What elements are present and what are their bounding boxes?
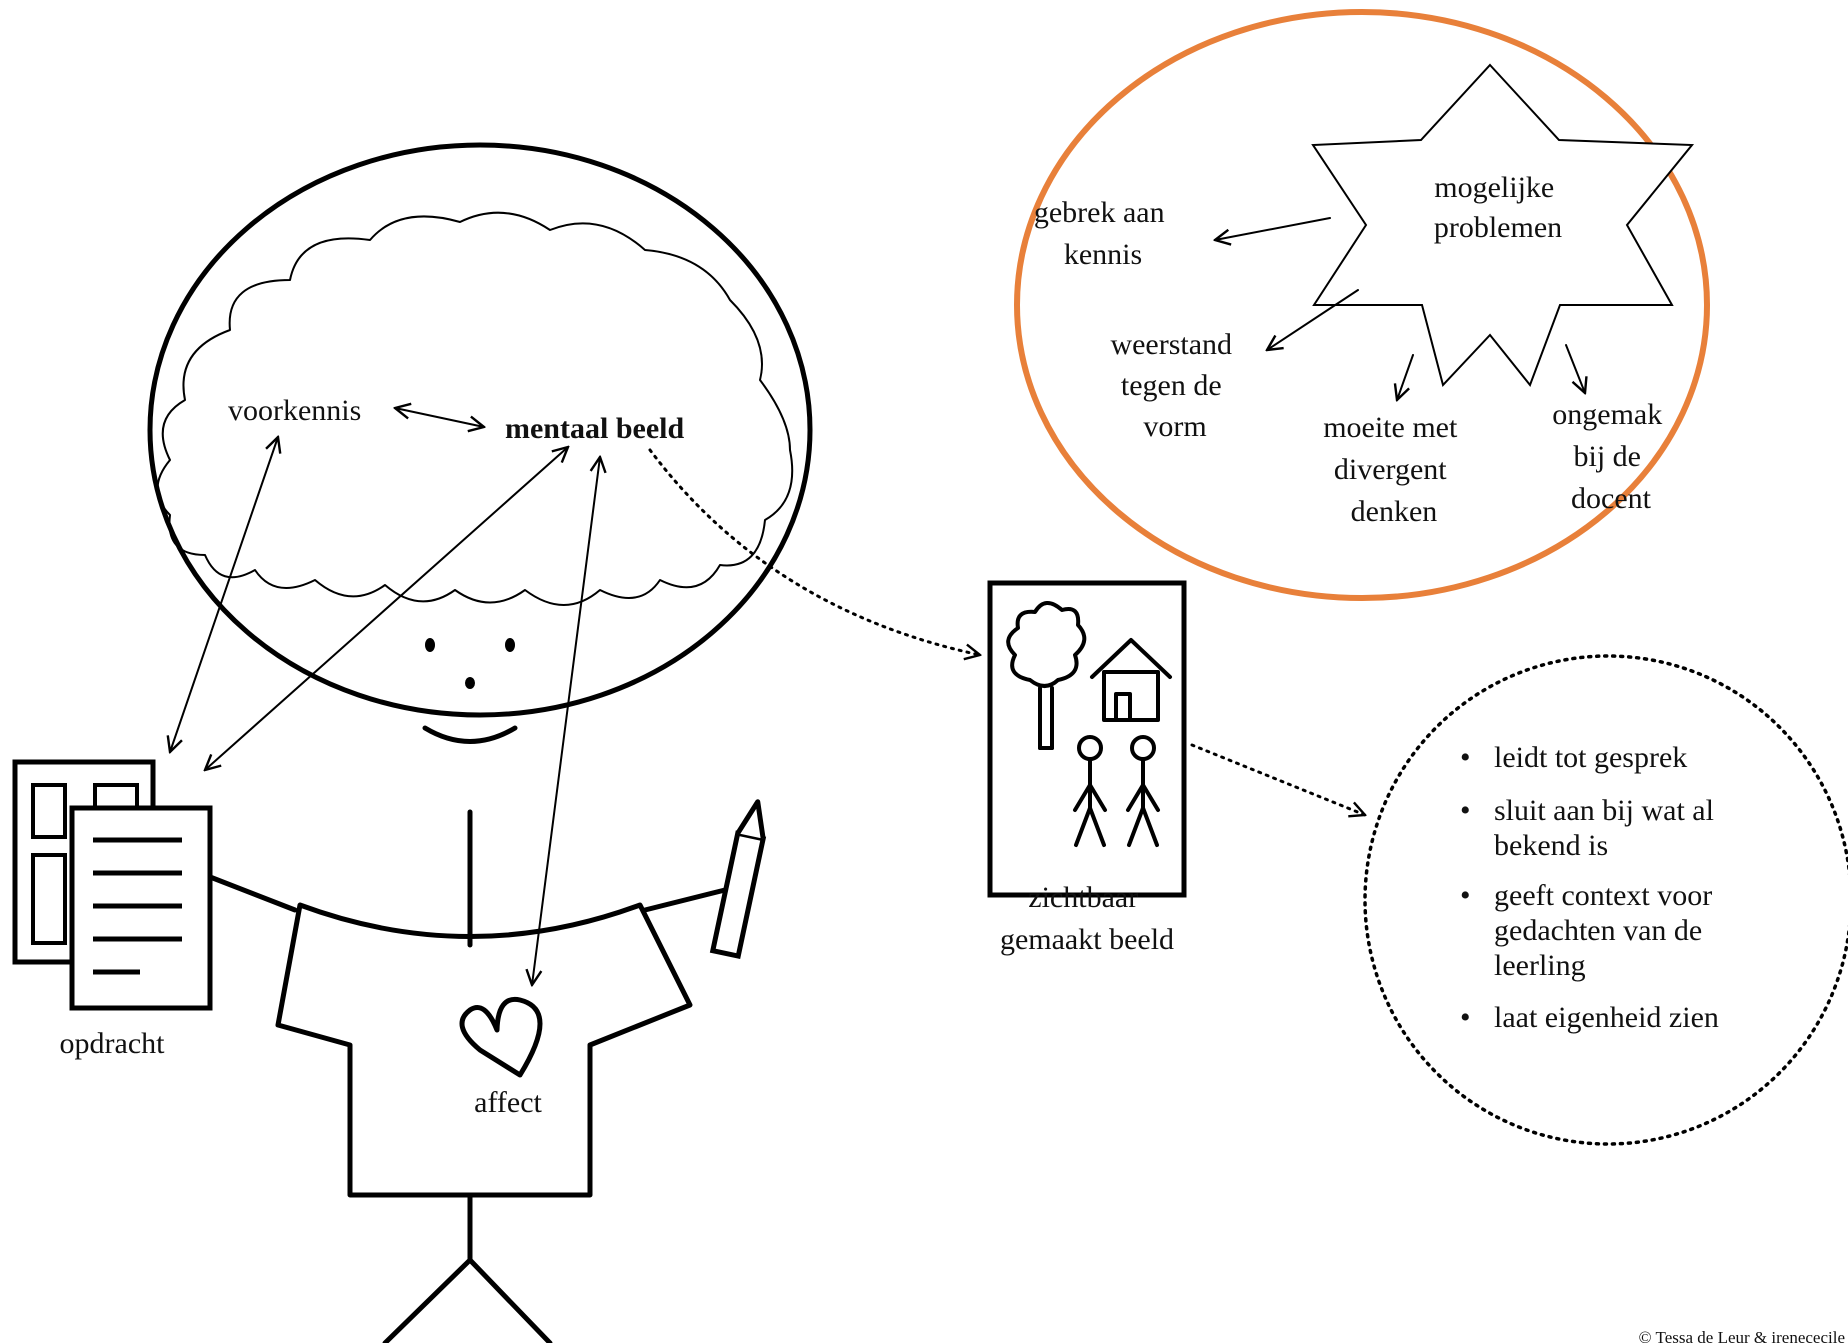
head-outline [147, 142, 813, 718]
benefit-item-line: gedachten van de [1494, 914, 1702, 947]
problems-star [1311, 63, 1695, 388]
problems-center-label: mogelijke problemen [1434, 171, 1562, 244]
right-arm [642, 887, 728, 913]
benefit-item: geeft context voor gedachten van de leer… [1494, 879, 1720, 982]
opdracht-label: opdracht [60, 1027, 166, 1060]
gebrek-label: gebrek aan kennis [1034, 196, 1172, 271]
ongemak-line-2: bij de [1574, 440, 1642, 473]
moeite-line-1: moeite met [1323, 411, 1458, 444]
person-icon-left [1073, 735, 1107, 847]
arrow-to-gebrek [1215, 217, 1331, 240]
zichtbaar-line-1: zichtbaar [1028, 881, 1138, 914]
problems-center-line-2: problemen [1434, 211, 1562, 244]
dotted-arrow-to-image [648, 448, 980, 655]
mentaal-beeld-label: mentaal beeld [505, 412, 684, 445]
left-leg [382, 1257, 473, 1343]
zichtbaar-line-2: gemaakt beeld [1000, 923, 1174, 956]
gebrek-line-1: gebrek aan [1034, 196, 1165, 229]
benefits-circle [1363, 654, 1848, 1146]
ongemak-line-1: ongemak [1552, 398, 1662, 431]
arrow-voorkennis-mentaal [395, 408, 484, 427]
benefit-item: laat eigenheid zien [1494, 1001, 1719, 1034]
ongemak-line-3: docent [1571, 482, 1652, 515]
benefit-bullet: • [1460, 879, 1471, 912]
dotted-arrow-to-benefits [1190, 743, 1365, 815]
arrow-opdracht-voorkennis [170, 437, 278, 752]
voorkennis-label: voorkennis [228, 394, 361, 427]
house-icon [1090, 638, 1172, 722]
benefits-list: • leidt tot gesprek • sluit aan bij wat … [1460, 741, 1721, 1034]
moeite-line-2: divergent [1334, 453, 1447, 486]
benefit-bullet: • [1460, 794, 1471, 827]
ongemak-label: ongemak bij de docent [1552, 398, 1669, 515]
benefit-bullet: • [1460, 741, 1471, 774]
benefit-item-line: geeft context voor [1494, 879, 1712, 912]
assignment-papers-icon [12, 759, 213, 1011]
gebrek-line-2: kennis [1064, 238, 1142, 271]
moeite-label: moeite met divergent denken [1323, 411, 1465, 528]
weerstand-line-2: tegen de [1121, 369, 1222, 402]
benefit-bullet: • [1460, 1001, 1471, 1034]
arrow-to-weerstand [1267, 289, 1359, 350]
nose [465, 677, 475, 689]
benefit-item: sluit aan bij wat al bekend is [1494, 794, 1721, 862]
right-eye [505, 638, 515, 652]
problems-ring [1014, 9, 1710, 601]
arrow-to-moeite [1397, 354, 1414, 400]
arrow-opdracht-mentaal [205, 447, 568, 770]
arrow-affect-mentaal [532, 457, 600, 985]
affect-label: affect [474, 1086, 542, 1119]
weerstand-line-3: vorm [1143, 410, 1206, 443]
benefit-item-line: sluit aan bij wat al [1494, 794, 1714, 827]
arrow-to-ongemak [1565, 344, 1585, 393]
problems-center-line-1: mogelijke [1434, 171, 1554, 204]
smile [422, 725, 518, 744]
copyright-label: © Tessa de Leur & irenececile [1639, 1328, 1845, 1343]
pencil-icon [709, 799, 767, 960]
left-arm [202, 872, 298, 913]
moeite-line-3: denken [1351, 495, 1438, 528]
benefit-item-line: leerling [1494, 949, 1586, 982]
benefit-item: leidt tot gesprek [1494, 741, 1687, 774]
zichtbaar-label: zichtbaar gemaakt beeld [1000, 881, 1174, 956]
heart-icon [459, 996, 543, 1078]
left-eye [425, 638, 435, 652]
weerstand-label: weerstand tegen de vorm [1110, 328, 1239, 443]
benefit-item-line: bekend is [1494, 829, 1608, 862]
weerstand-line-1: weerstand [1110, 328, 1232, 361]
person-icon-right [1126, 735, 1160, 847]
tree-icon [1006, 601, 1087, 750]
right-leg [467, 1257, 553, 1343]
